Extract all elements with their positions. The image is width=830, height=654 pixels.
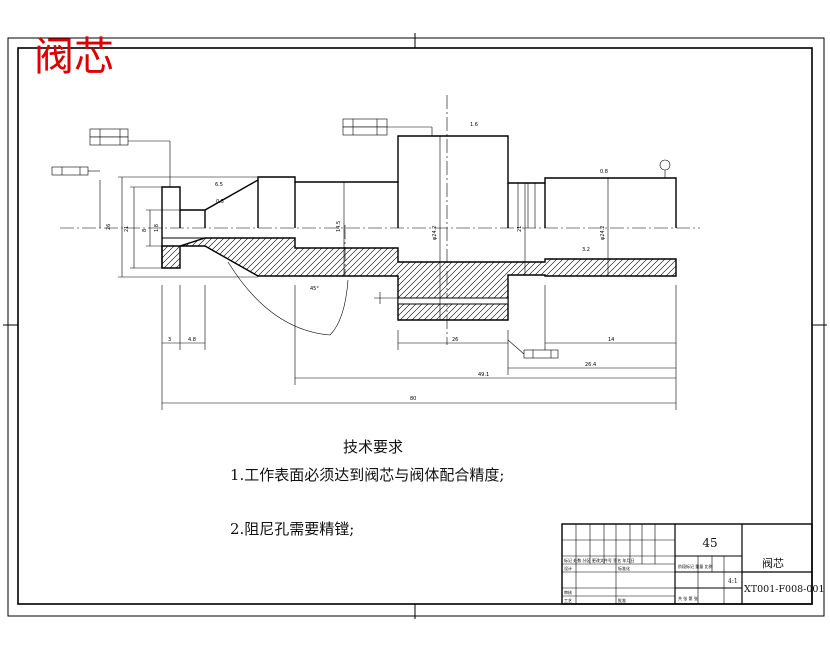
svg-text:26.4: 26.4 bbox=[585, 362, 596, 368]
svg-text:批准: 批准 bbox=[618, 597, 626, 603]
svg-text:审核: 审核 bbox=[564, 589, 572, 595]
svg-text:4.8: 4.8 bbox=[188, 337, 196, 343]
notes-title: 技术要求 bbox=[343, 438, 404, 456]
svg-text:26: 26 bbox=[452, 337, 458, 343]
drawing-number: XT001-F008-001 bbox=[744, 584, 825, 595]
svg-text:1.8: 1.8 bbox=[154, 224, 160, 232]
title-block bbox=[561, 523, 813, 605]
dimension-labels: 80 49.1 26.4 26 14 3 4.8 26 21 8 1.8 14.… bbox=[106, 122, 614, 402]
material-value: 45 bbox=[702, 536, 718, 550]
svg-text:工艺: 工艺 bbox=[564, 598, 572, 603]
title-block-small-labels: 标记 处数 分区 更改文件号 签名 年月日 设计 标准化 审核 工艺 批准 阶段… bbox=[564, 557, 713, 603]
svg-text:8: 8 bbox=[142, 229, 148, 232]
svg-text:φ24.2: φ24.2 bbox=[432, 226, 438, 240]
svg-text:φ24.2: φ24.2 bbox=[600, 226, 606, 240]
note-1: 1.工作表面必须达到阀芯与阀体配合精度; bbox=[230, 466, 505, 484]
drawing-title: 阀芯 bbox=[34, 34, 114, 80]
dimension-lines bbox=[99, 136, 677, 410]
svg-text:6.5: 6.5 bbox=[215, 182, 223, 188]
svg-text:阶段标记 重量 比例: 阶段标记 重量 比例 bbox=[678, 563, 713, 569]
svg-text:80: 80 bbox=[410, 396, 416, 402]
svg-text:1.6: 1.6 bbox=[470, 122, 478, 128]
svg-text:标准化: 标准化 bbox=[618, 565, 630, 571]
svg-text:标记 处数 分区 更改文件号 签名 年月日: 标记 处数 分区 更改文件号 签名 年月日 bbox=[564, 557, 634, 563]
tolerance-frames bbox=[51, 118, 671, 359]
part-outline bbox=[161, 135, 677, 228]
svg-text:21: 21 bbox=[124, 226, 130, 232]
svg-text:0.8: 0.8 bbox=[600, 169, 608, 175]
svg-text:0.5: 0.5 bbox=[216, 199, 224, 205]
section-view bbox=[161, 228, 677, 321]
scale-value: 4:1 bbox=[728, 578, 738, 585]
sheet-border bbox=[3, 33, 827, 619]
svg-text:21: 21 bbox=[517, 226, 523, 232]
svg-text:14.5: 14.5 bbox=[336, 221, 342, 232]
svg-text:共 张 第 张: 共 张 第 张 bbox=[678, 595, 698, 601]
svg-text:3: 3 bbox=[168, 337, 171, 343]
note-2: 2.阻尼孔需要精镗; bbox=[230, 520, 355, 538]
svg-text:26: 26 bbox=[106, 224, 112, 230]
svg-text:3.2: 3.2 bbox=[582, 247, 590, 253]
svg-text:设计: 设计 bbox=[564, 565, 572, 571]
svg-text:49.1: 49.1 bbox=[478, 372, 489, 378]
svg-text:45°: 45° bbox=[310, 286, 319, 292]
part-name: 阀芯 bbox=[762, 557, 784, 570]
svg-text:14: 14 bbox=[608, 337, 614, 343]
